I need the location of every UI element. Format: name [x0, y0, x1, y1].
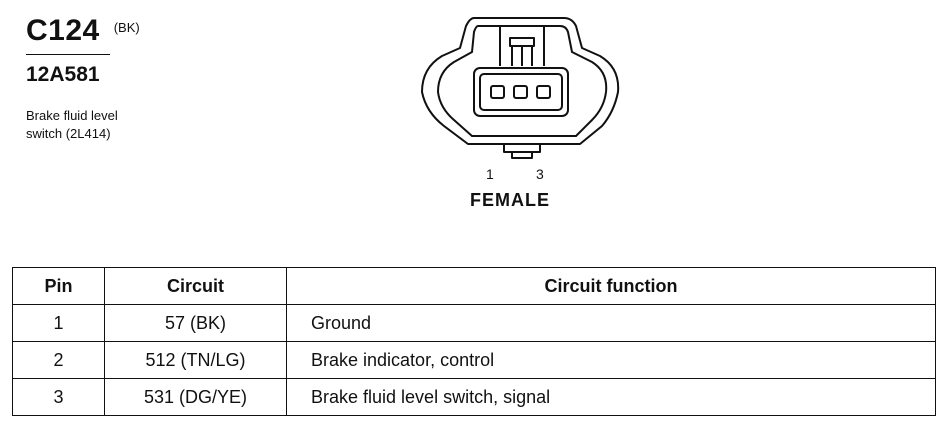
- table-header-row: Pin Circuit Circuit function: [12, 267, 936, 305]
- connector-id: C124: [26, 14, 100, 47]
- polarizing-key: [503, 144, 541, 153]
- table-row: 1 57 (BK) Ground: [12, 304, 936, 342]
- cell-pin: 2: [12, 341, 105, 379]
- connector-face-diagram: [421, 17, 620, 159]
- pin-cavity-2: [513, 85, 528, 99]
- connector-color-code: (BK): [113, 20, 140, 35]
- terminal-block: [473, 67, 569, 117]
- locking-latch: [499, 26, 545, 66]
- connector-title-row: C124 (BK): [26, 14, 226, 48]
- key-notch: [511, 152, 533, 159]
- pin-cavity-1: [490, 85, 505, 99]
- cell-circuit: 531 (DG/YE): [104, 378, 287, 416]
- connector-gender: FEMALE: [470, 190, 550, 210]
- pin-cavity-3: [536, 85, 551, 99]
- part-number: 12A581: [26, 63, 100, 86]
- header-circuit: Circuit: [104, 267, 287, 305]
- latch-tab: [509, 37, 535, 47]
- cell-circuit-function: Brake fluid level switch, signal: [286, 378, 936, 416]
- connector-description: Brake fluid level switch (2L414): [26, 107, 186, 143]
- table-row: 3 531 (DG/YE) Brake fluid level switch, …: [12, 378, 936, 416]
- description-line-1: Brake fluid level: [26, 108, 118, 123]
- table-row: 2 512 (TN/LG) Brake indicator, control: [12, 341, 936, 379]
- latch-rails: [511, 46, 533, 66]
- title-underline: [26, 54, 110, 55]
- terminal-block-inner: [479, 73, 563, 111]
- cell-pin: 3: [12, 378, 105, 416]
- pin-label-3: 3: [536, 166, 544, 182]
- housing-inner-outline: [437, 25, 608, 137]
- connector-header: C124 (BK) 12A581 Brake fluid level switc…: [26, 14, 226, 143]
- header-circuit-function: Circuit function: [286, 267, 936, 305]
- cell-circuit-function: Brake indicator, control: [286, 341, 936, 379]
- description-line-2: switch (2L414): [26, 126, 111, 141]
- housing-outer-outline: [421, 17, 620, 145]
- cell-circuit-function: Ground: [286, 304, 936, 342]
- cell-circuit: 57 (BK): [104, 304, 287, 342]
- pinout-table: Pin Circuit Circuit function 1 57 (BK) G…: [12, 267, 936, 416]
- header-pin: Pin: [12, 267, 105, 305]
- cell-pin: 1: [12, 304, 105, 342]
- cell-circuit: 512 (TN/LG): [104, 341, 287, 379]
- pin-label-1: 1: [486, 166, 494, 182]
